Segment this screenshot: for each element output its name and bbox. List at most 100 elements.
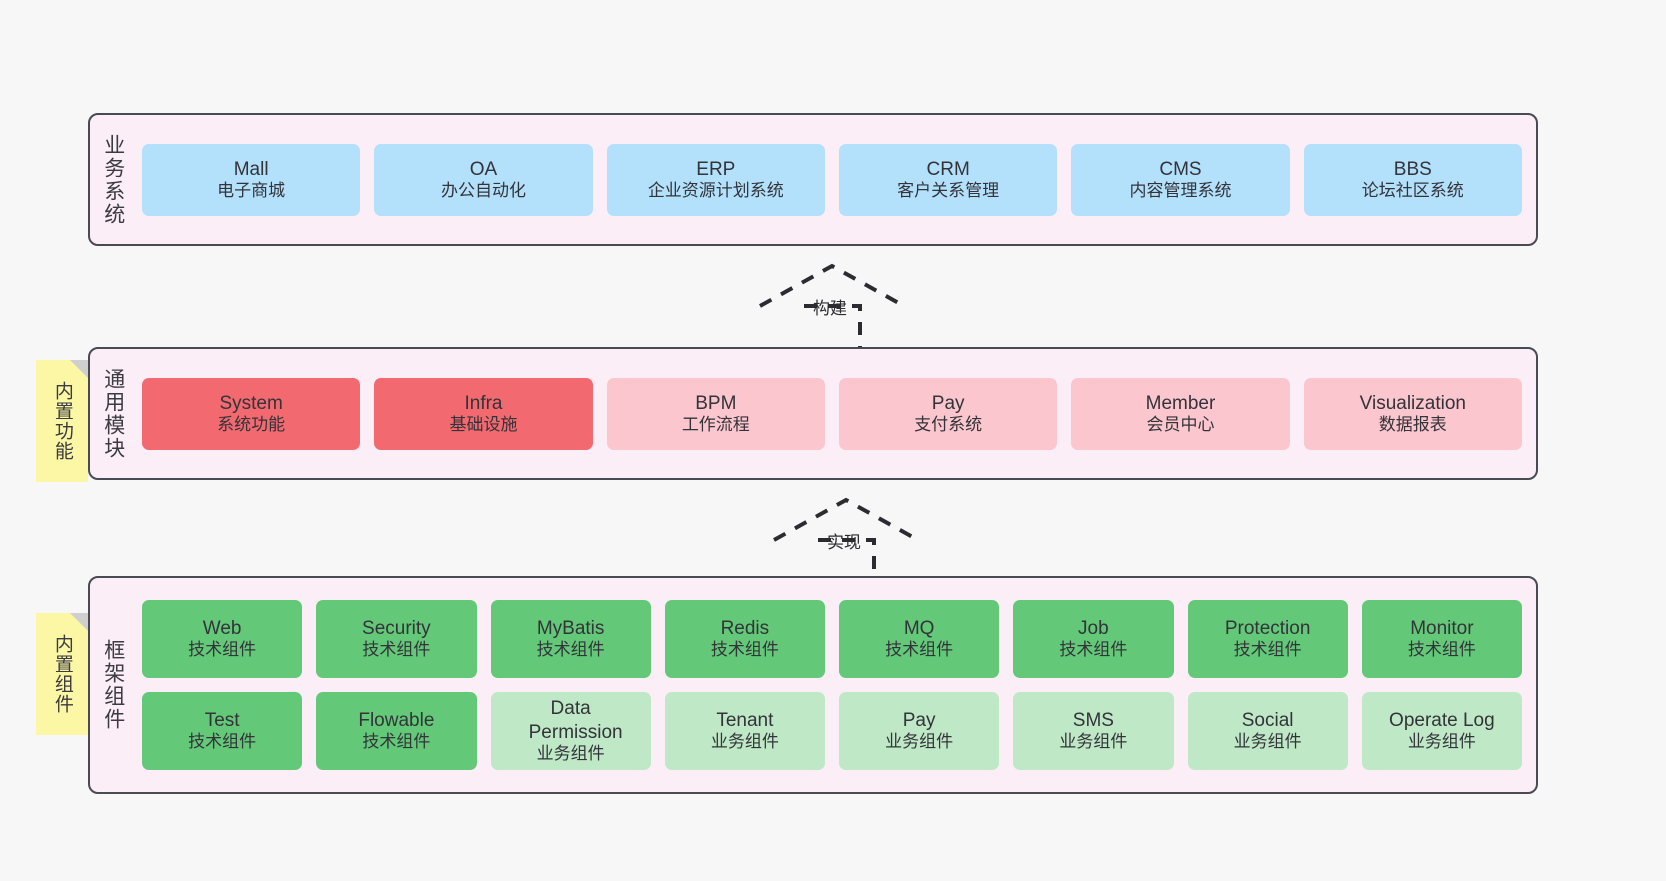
node-data-permission[interactable]: Data Permission 业务组件 [490, 692, 651, 770]
node-subtitle: 技术组件 [362, 640, 431, 660]
node-title: Security [362, 618, 431, 640]
node-web[interactable]: Web 技术组件 [142, 600, 303, 678]
node-tenant[interactable]: Tenant 业务组件 [664, 692, 825, 770]
node-title: Monitor [1410, 618, 1474, 640]
node-job[interactable]: Job 技术组件 [1013, 600, 1174, 678]
node-subtitle: 业务组件 [885, 732, 954, 752]
node-row: Test 技术组件 Flowable 技术组件 Data Permission … [142, 692, 1522, 770]
node-test[interactable]: Test 技术组件 [142, 692, 303, 770]
node-title: System [219, 392, 283, 414]
node-subtitle: 电子商城 [217, 180, 286, 200]
node-subtitle: 企业资源计划系统 [647, 180, 784, 200]
note-builtin-components: 内置组件 [36, 613, 88, 735]
node-title: Web [202, 618, 242, 640]
node-title: Protection [1224, 618, 1311, 640]
node-title: OA [469, 158, 498, 180]
node-subtitle: 技术组件 [1059, 640, 1128, 660]
node-infra[interactable]: Infra 基础设施 [374, 377, 593, 450]
node-redis[interactable]: Redis 技术组件 [664, 600, 825, 678]
node-pay-component[interactable]: Pay 业务组件 [839, 692, 1000, 770]
node-visualization[interactable]: Visualization 数据报表 [1303, 377, 1522, 450]
node-title: Redis [720, 618, 770, 640]
node-bpm[interactable]: BPM 工作流程 [606, 377, 825, 450]
connector-build-label: 构建 [813, 299, 847, 318]
node-operate-log[interactable]: Operate Log 业务组件 [1361, 692, 1522, 770]
node-member[interactable]: Member 会员中心 [1071, 377, 1290, 450]
node-title: Tenant [716, 710, 774, 732]
node-subtitle: 数据报表 [1378, 414, 1447, 434]
node-subtitle: 基础设施 [449, 414, 518, 434]
layer-title-framework-components: 框架组件 [101, 639, 125, 731]
node-subtitle: 支付系统 [914, 414, 983, 434]
note-builtin-features: 内置功能 [36, 360, 88, 482]
node-title: Pay [931, 392, 965, 414]
node-system[interactable]: System 系统功能 [142, 377, 361, 450]
node-title: BPM [695, 392, 737, 414]
node-title: Infra [464, 392, 503, 414]
node-social[interactable]: Social 业务组件 [1187, 692, 1348, 770]
layer-body-framework-components: Web 技术组件 Security 技术组件 MyBatis 技术组件 Redi… [136, 578, 1536, 792]
layer-framework-components: 框架组件 Web 技术组件 Security 技术组件 MyBatis 技术组件… [88, 576, 1538, 794]
node-subtitle: 业务组件 [1233, 732, 1302, 752]
node-crm[interactable]: CRM 客户关系管理 [838, 143, 1058, 216]
layer-title-common-modules: 通用模块 [101, 367, 125, 460]
node-title: CRM [926, 158, 970, 180]
node-title: MQ [903, 618, 935, 640]
node-mybatis[interactable]: MyBatis 技术组件 [490, 600, 651, 678]
note-fold-corner-icon [70, 613, 88, 631]
node-title: Flowable [358, 710, 435, 732]
node-erp[interactable]: ERP 企业资源计划系统 [606, 143, 825, 216]
node-subtitle: 技术组件 [188, 640, 257, 660]
note-label: 内置功能 [51, 381, 73, 461]
note-fold-corner-icon [70, 360, 88, 378]
node-mall[interactable]: Mall 电子商城 [142, 143, 361, 216]
node-pay-module[interactable]: Pay 支付系统 [838, 377, 1058, 450]
node-monitor[interactable]: Monitor 技术组件 [1361, 600, 1522, 678]
node-sms[interactable]: SMS 业务组件 [1013, 692, 1174, 770]
note-label: 内置组件 [51, 634, 73, 714]
node-title: Operate Log [1389, 710, 1495, 732]
node-subtitle: 技术组件 [1233, 640, 1302, 660]
layer-common-modules: 通用模块 System 系统功能 Infra 基础设施 BPM 工作流程 Pay… [88, 347, 1538, 480]
node-subtitle: 技术组件 [1407, 640, 1476, 660]
node-title: SMS [1072, 710, 1114, 732]
node-subtitle: 客户关系管理 [897, 180, 1000, 200]
node-subtitle: 技术组件 [362, 732, 431, 752]
node-mq[interactable]: MQ 技术组件 [839, 600, 1000, 678]
node-title: Mall [233, 158, 269, 180]
node-flowable[interactable]: Flowable 技术组件 [316, 692, 477, 770]
node-subtitle: 会员中心 [1146, 414, 1215, 434]
node-title: BBS [1393, 158, 1432, 180]
layer-business-systems: 业务系统 Mall 电子商城 OA 办公自动化 ERP 企业资源计划系统 CRM… [88, 113, 1538, 246]
node-subtitle: 技术组件 [536, 640, 605, 660]
node-title: Test [204, 710, 240, 732]
node-subtitle: 技术组件 [710, 640, 779, 660]
node-subtitle: 业务组件 [710, 732, 779, 752]
node-bbs[interactable]: BBS 论坛社区系统 [1303, 143, 1522, 216]
node-subtitle: 业务组件 [1059, 732, 1128, 752]
node-subtitle: 系统功能 [217, 414, 286, 434]
node-title: CMS [1159, 158, 1202, 180]
node-title: MyBatis [536, 618, 605, 640]
node-row: Web 技术组件 Security 技术组件 MyBatis 技术组件 Redi… [142, 600, 1522, 678]
node-subtitle: 业务组件 [1407, 732, 1476, 752]
node-row: System 系统功能 Infra 基础设施 BPM 工作流程 Pay 支付系统… [142, 377, 1522, 450]
node-subtitle: 工作流程 [681, 414, 750, 434]
node-subtitle: 论坛社区系统 [1361, 180, 1464, 200]
node-protection[interactable]: Protection 技术组件 [1187, 600, 1348, 678]
node-oa[interactable]: OA 办公自动化 [374, 143, 593, 216]
node-title: Social [1241, 710, 1294, 732]
layer-title-business-systems: 业务系统 [101, 133, 125, 226]
layer-body-business-systems: Mall 电子商城 OA 办公自动化 ERP 企业资源计划系统 CRM 客户关系… [136, 115, 1536, 244]
node-title: ERP [696, 158, 736, 180]
node-title: Visualization [1359, 392, 1466, 414]
node-subtitle: 技术组件 [885, 640, 954, 660]
node-security[interactable]: Security 技术组件 [316, 600, 477, 678]
layer-body-common-modules: System 系统功能 Infra 基础设施 BPM 工作流程 Pay 支付系统… [136, 349, 1536, 478]
node-subtitle: 办公自动化 [440, 180, 526, 200]
node-title: Member [1145, 392, 1216, 414]
node-title: Pay [902, 710, 936, 732]
node-cms[interactable]: CMS 内容管理系统 [1071, 143, 1290, 216]
connector-implement-label: 实现 [827, 533, 861, 552]
